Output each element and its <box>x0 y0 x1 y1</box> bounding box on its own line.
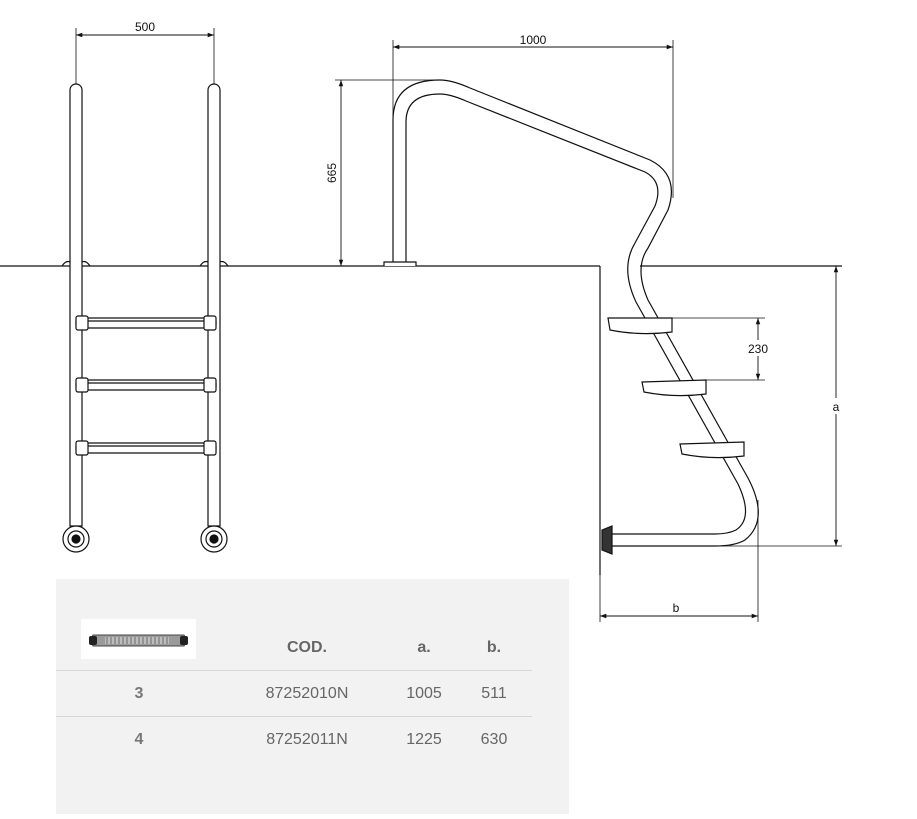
deck-flange <box>383 261 417 266</box>
dim-665-label: 665 <box>325 163 339 183</box>
right-rail <box>207 83 221 527</box>
cell-steps: 3 <box>56 670 222 717</box>
front-step-1 <box>75 315 217 331</box>
right-foot <box>200 525 228 553</box>
handrail-inner <box>405 93 747 535</box>
cell-code: 87252010N <box>222 670 392 717</box>
dim-a-label: a <box>833 400 840 414</box>
wall-bracket <box>601 525 613 555</box>
dim-b-label: b <box>673 601 680 615</box>
spec-panel: COD. a. b. 3 87252010N 1005 511 4 872520… <box>56 579 569 814</box>
tread-1 <box>607 317 673 335</box>
left-foot <box>62 525 90 553</box>
header-a: a. <box>392 626 456 671</box>
cell-a: 1005 <box>392 670 456 717</box>
tread-3 <box>679 441 745 459</box>
cell-b: 511 <box>456 670 532 717</box>
cell-steps: 4 <box>134 730 144 748</box>
right-anchor <box>199 260 229 267</box>
table-row: 4 87252011N 1225 630 <box>56 717 532 763</box>
left-rail <box>69 83 83 527</box>
header-steps <box>56 626 222 671</box>
table-row: 3 87252010N 1005 511 <box>56 670 532 717</box>
dim-500-label: 500 <box>135 20 155 34</box>
cell-code: 87252011N <box>266 730 348 748</box>
front-step-3 <box>75 440 217 456</box>
left-anchor <box>61 260 91 267</box>
spec-table-header: COD. a. b. <box>56 626 532 671</box>
cell-a: 1225 <box>406 730 442 748</box>
side-view <box>240 40 842 622</box>
header-code: COD. <box>222 626 392 671</box>
cell-b: 630 <box>480 730 508 748</box>
header-b: b. <box>456 626 532 671</box>
front-step-2 <box>75 377 217 393</box>
dim-230-label: 230 <box>748 342 768 356</box>
spec-table: COD. a. b. 3 87252010N 1005 511 4 872520… <box>56 626 532 762</box>
tread-2 <box>641 379 707 397</box>
dim-1000-label: 1000 <box>520 33 547 47</box>
handrail-outer <box>392 79 759 547</box>
front-view <box>0 28 240 553</box>
